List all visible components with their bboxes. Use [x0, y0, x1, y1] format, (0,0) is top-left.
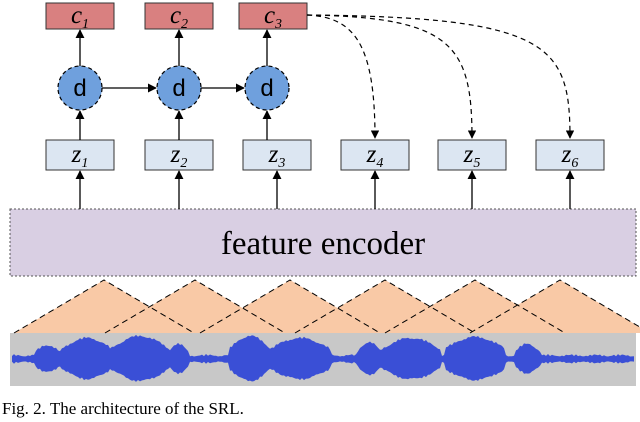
- d-to-context-arrows: [75, 29, 272, 66]
- latent-box-z3: z3: [242, 139, 312, 171]
- receptive-window-6: [470, 280, 640, 333]
- receptive-window-outline-5: [384, 279, 566, 334]
- receptive-windows: [13, 279, 640, 334]
- latent-label: z1: [71, 141, 89, 171]
- d-node-label: d: [172, 75, 185, 102]
- latent-label: z6: [561, 141, 579, 171]
- prediction-arrow-z5: [306, 14, 477, 139]
- receptive-window-outline-4: [294, 279, 476, 334]
- feature-encoder-box: [9, 208, 637, 277]
- audio-waveform: [12, 334, 634, 382]
- context-label: c2: [170, 2, 188, 32]
- context-box-rect: [144, 2, 214, 30]
- figure-caption: Fig. 2. The architecture of the SRL.: [2, 399, 244, 418]
- receptive-window-outline-3: [199, 279, 381, 334]
- prediction-arrow-z4: [306, 14, 380, 139]
- context-box-rect: [238, 2, 308, 30]
- latent-label: z3: [268, 141, 286, 171]
- latent-box-z5: z5: [437, 139, 507, 171]
- receptive-window-outline-1: [13, 279, 195, 334]
- prediction-arrow-z6: [306, 14, 575, 139]
- receptive-window-outline-2: [104, 279, 286, 334]
- context-box-c3: c3: [238, 2, 308, 32]
- latent-label: z5: [463, 141, 481, 171]
- latent-box-z1: z1: [45, 139, 115, 171]
- d-node-label: d: [73, 75, 86, 102]
- context-row: c1 c2 c3: [45, 2, 308, 32]
- latent-box-rect: [340, 139, 410, 171]
- context-label: c1: [71, 2, 89, 32]
- latent-box-rect: [242, 139, 312, 171]
- prediction-arrows: [306, 14, 575, 139]
- latent-box-rect: [535, 139, 605, 171]
- context-label: c3: [264, 2, 282, 32]
- latent-label: z2: [170, 141, 188, 171]
- latent-label: z4: [366, 141, 384, 171]
- feature-encoder-label: feature encoder: [221, 226, 425, 262]
- receptive-window-outline-6: [469, 279, 640, 334]
- context-box-rect: [45, 2, 115, 30]
- latent-row: z1 z2 z3 z4 z5 z6: [45, 139, 605, 171]
- latent-box-rect: [437, 139, 507, 171]
- d-node-circle: [244, 65, 290, 111]
- d-node-label: d: [260, 75, 273, 102]
- latent-box-z2: z2: [144, 139, 214, 171]
- latent-box-z4: z4: [340, 139, 410, 171]
- latent-to-d-arrows: [75, 110, 272, 140]
- context-box-c1: c1: [45, 2, 115, 32]
- d-node-2: d: [156, 65, 202, 111]
- latent-box-rect: [45, 139, 115, 171]
- d-node-1: d: [57, 65, 103, 111]
- latent-box-z6: z6: [535, 139, 605, 171]
- context-box-c2: c2: [144, 2, 214, 32]
- d-node-3: d: [244, 65, 290, 111]
- encoder-to-latent-arrows: [75, 170, 575, 209]
